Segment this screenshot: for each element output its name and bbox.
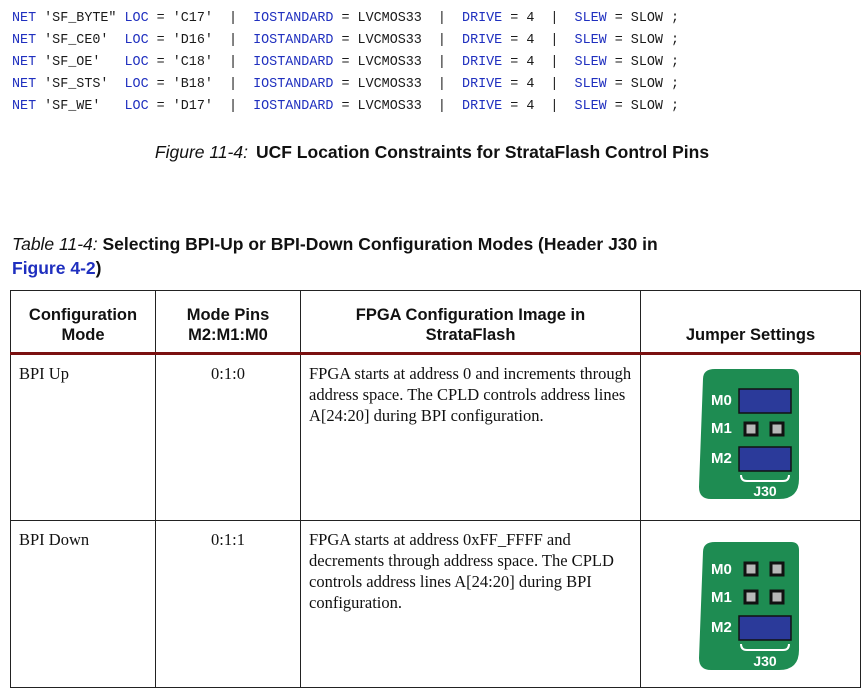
header-label: J30 [753, 653, 777, 669]
jumper-label-m0: M0 [711, 561, 732, 578]
pin-m0-b [769, 561, 785, 576]
figure-caption: Figure 11-4: UCF Location Constraints for… [0, 142, 864, 163]
jumper-diagram: M0 M1 M2 J30 [699, 369, 799, 499]
jumper-label-m0: M0 [711, 392, 732, 409]
jumper-shunt-m2 [738, 614, 792, 641]
table-row: BPI Up 0:1:0 FPGA starts at address 0 an… [10, 353, 861, 521]
code-line: NET 'SF_BYTE" LOC = 'C17' | IOSTANDARD =… [12, 11, 680, 26]
jumper-label-m1: M1 [711, 589, 732, 606]
pins-cell: 0:1:1 [155, 520, 301, 688]
pin-m0-a [743, 561, 759, 576]
jumper-diagram: M0 M1 M2 J30 [699, 541, 799, 670]
jumper-label-m1: M1 [711, 420, 732, 437]
header-bracket [740, 643, 790, 651]
jumper-shunt-m0 [738, 388, 792, 414]
header-label: J30 [753, 483, 777, 499]
pin-m1-a [743, 589, 759, 604]
table-row: BPI Down 0:1:1 FPGA starts at address 0x… [10, 520, 861, 688]
mode-cell: BPI Up [10, 353, 156, 521]
figure-label: Figure 11-4: [154, 142, 248, 162]
code-line: NET 'SF_OE' LOC = 'C18' | IOSTANDARD = L… [12, 55, 680, 70]
mode-cell: BPI Down [10, 520, 156, 688]
pins-cell: 0:1:0 [155, 353, 301, 521]
jumper-shunt-m2 [738, 446, 792, 472]
description-cell: FPGA starts at address 0 and increments … [300, 353, 641, 521]
pin-m1-b [769, 421, 785, 437]
table-caption: Table 11-4: Selecting BPI-Up or BPI-Down… [12, 234, 658, 278]
jumper-cell: M0 M1 M2 J30 [640, 353, 861, 521]
table-title: Selecting BPI-Up or BPI-Down Configurati… [102, 234, 658, 254]
figure-title: UCF Location Constraints for StrataFlash… [255, 142, 710, 162]
code-line: NET 'SF_STS' LOC = 'B18' | IOSTANDARD = … [12, 77, 680, 92]
description-cell: FPGA starts at address 0xFF_FFFF and dec… [300, 520, 641, 688]
jumper-label-m2: M2 [711, 450, 732, 467]
code-line: NET 'SF_WE' LOC = 'D17' | IOSTANDARD = L… [12, 99, 680, 114]
jumper-label-m2: M2 [711, 619, 732, 636]
pin-m1-a [743, 421, 759, 437]
ucf-code-block: NET 'SF_BYTE" LOC = 'C17' | IOSTANDARD =… [12, 8, 860, 118]
figure-link[interactable]: Figure 4-2 [12, 258, 96, 278]
code-line: NET 'SF_CE0' LOC = 'D16' | IOSTANDARD = … [12, 33, 680, 48]
jumper-cell: M0 M1 M2 J30 [640, 520, 861, 688]
pin-m1-b [769, 589, 785, 604]
header-bracket [740, 474, 790, 482]
header-jumper-settings: Jumper Settings [640, 290, 861, 355]
table-label: Table 11-4: [12, 234, 98, 254]
